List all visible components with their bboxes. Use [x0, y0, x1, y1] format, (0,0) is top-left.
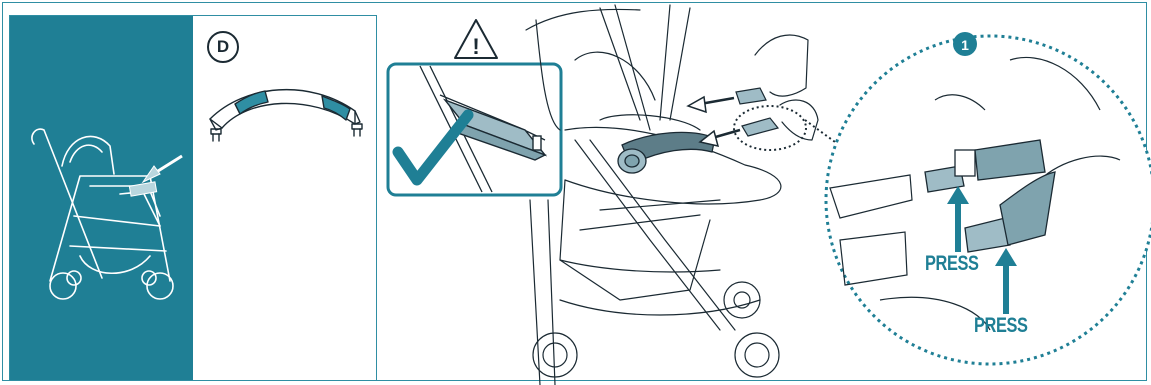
correct-position-inset [388, 64, 561, 195]
arrow-icon [700, 130, 740, 146]
press-label-2: PRESS [974, 314, 1028, 338]
svg-text:!: ! [472, 34, 479, 59]
arrow-icon [688, 97, 734, 112]
step-number-badge: 1 [961, 37, 969, 53]
warning-triangle-icon: ! [455, 20, 497, 59]
press-label-1: PRESS [925, 252, 979, 276]
stroller-illustration [526, 5, 781, 385]
